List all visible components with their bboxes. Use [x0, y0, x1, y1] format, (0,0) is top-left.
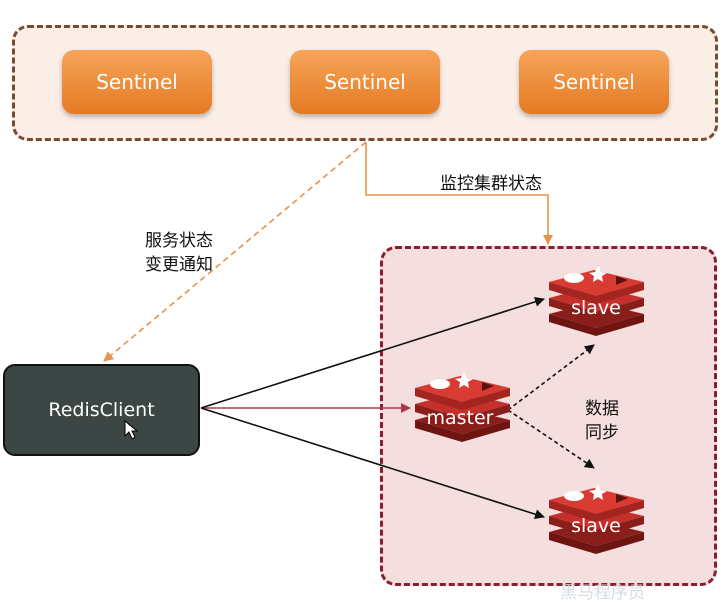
redis-logo-icon	[415, 372, 510, 442]
monitor-cluster-label: 监控集群状态	[440, 174, 542, 194]
slave-top-label: slave	[571, 297, 621, 319]
sync-arrow-bottom	[507, 409, 595, 469]
redis-logo-icon	[549, 484, 644, 554]
mouse-cursor-icon	[124, 419, 139, 440]
notify-arrow	[103, 141, 367, 362]
redis-client-box: RedisClient	[3, 364, 200, 456]
sentinel-node-2: Sentinel	[290, 50, 440, 114]
redis-logo-icon	[549, 266, 644, 336]
client-to-slave-top-arrow	[200, 296, 545, 409]
redis-slave-bottom: slave	[549, 484, 644, 554]
slave-bottom-label: slave	[571, 515, 621, 537]
redis-slave-top: slave	[549, 266, 644, 336]
notify-label-line1: 服务状态	[145, 231, 213, 251]
redis-master: master	[415, 372, 510, 442]
notify-label-line2: 变更通知	[145, 255, 213, 275]
sync-label-line1: 数据	[585, 399, 619, 419]
sentinel-node-1: Sentinel	[62, 50, 212, 114]
master-label: master	[426, 407, 493, 429]
watermark-text: 黑马程序员	[560, 583, 645, 603]
sentinel-node-3: Sentinel	[519, 50, 669, 114]
sync-arrow-top	[507, 344, 595, 411]
monitor-arrow	[365, 142, 553, 245]
sync-label-line2: 同步	[585, 423, 619, 443]
client-to-slave-bottom-arrow	[200, 407, 545, 520]
